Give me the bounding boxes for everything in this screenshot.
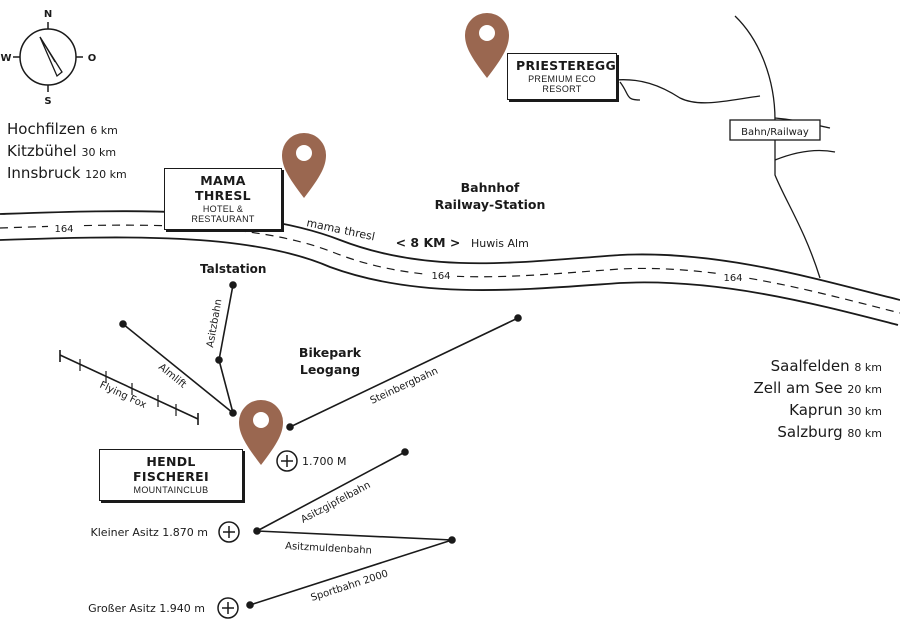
railway-station-label: Railway-Station bbox=[435, 197, 546, 212]
road-number: 164 bbox=[431, 271, 450, 282]
priesteregg-subtitle-2: RESORT bbox=[542, 84, 582, 94]
road-number: 164 bbox=[723, 273, 742, 284]
huwis-alm-label: Huwis Alm bbox=[471, 237, 529, 250]
road-number: 164 bbox=[54, 224, 73, 235]
distance-list-west: Hochfilzen 6 km Kitzbühel 30 km Innsbruc… bbox=[7, 119, 127, 185]
hendl-subtitle: MOUNTAINCLUB bbox=[133, 485, 209, 495]
lift-lines bbox=[59, 281, 522, 609]
svg-text:Großer Asitz 1.940 m: Großer Asitz 1.940 m bbox=[88, 602, 205, 615]
peak-name: Großer Asitz bbox=[88, 602, 156, 615]
railway-sign: Bahn/Railway bbox=[729, 119, 821, 141]
distance-row: Kitzbühel 30 km bbox=[7, 142, 117, 160]
talstation-label: Talstation bbox=[200, 262, 266, 276]
road-number-labels: 164 164 164 bbox=[48, 221, 749, 284]
hendl-box[interactable]: HENDL FISCHEREI MOUNTAINCLUB bbox=[99, 449, 243, 501]
mama-thresl-title: MAMA THRESL bbox=[195, 173, 251, 203]
priesteregg-title: PRIESTEREGG bbox=[516, 58, 617, 73]
distance-row: Saalfelden 8 km bbox=[770, 357, 882, 375]
railway-lines bbox=[614, 15, 836, 279]
priesteregg-box[interactable]: PRIESTEREGG PREMIUM ECO RESORT bbox=[507, 53, 617, 100]
distance-row: Innsbruck 120 km bbox=[7, 164, 127, 182]
leogang-label: Leogang bbox=[300, 362, 360, 377]
distance-row: Salzburg 80 km bbox=[777, 423, 882, 441]
compass: N S W O bbox=[0, 9, 96, 107]
mama-thresl-subtitle: HOTEL & RESTAURANT bbox=[191, 204, 255, 224]
peak-1700: 1.700 M bbox=[276, 450, 346, 472]
pin-hendl-icon[interactable] bbox=[239, 400, 283, 465]
svg-text:Kleiner Asitz 1.870 m: Kleiner Asitz 1.870 m bbox=[91, 526, 208, 539]
peak-altitude: 1.870 m bbox=[162, 526, 208, 539]
bahnhof-label: Bahnhof bbox=[461, 180, 520, 195]
distance-list-east: Saalfelden 8 km Zell am See 20 km Kaprun… bbox=[753, 356, 882, 444]
compass-east: O bbox=[88, 53, 97, 64]
compass-west: W bbox=[0, 53, 11, 64]
peak-grosser-asitz: Großer Asitz 1.940 m bbox=[88, 597, 239, 619]
pin-priesteregg-icon[interactable] bbox=[465, 13, 509, 78]
compass-south: S bbox=[44, 96, 51, 107]
distance-row: Hochfilzen 6 km bbox=[7, 120, 118, 138]
bikepark-label: Bikepark bbox=[299, 345, 362, 360]
mama-thresl-road-label: mama thresl bbox=[305, 216, 376, 243]
mama-thresl-box[interactable]: MAMA THRESL HOTEL & RESTAURANT bbox=[164, 168, 282, 230]
distance-row: Kaprun 30 km bbox=[789, 401, 882, 419]
peak-kleiner-asitz: Kleiner Asitz 1.870 m bbox=[91, 521, 240, 543]
priesteregg-subtitle: PREMIUM ECO bbox=[528, 74, 596, 84]
pin-mama-thresl-icon[interactable] bbox=[282, 133, 326, 198]
asitzmuldenbahn-label: Asitzmuldenbahn bbox=[285, 541, 372, 557]
peak-name: Kleiner Asitz bbox=[91, 526, 159, 539]
hendl-title: HENDL FISCHEREI bbox=[133, 454, 209, 484]
compass-north: N bbox=[44, 9, 52, 20]
svg-text:Bahn/Railway: Bahn/Railway bbox=[741, 127, 809, 138]
almlift-label: Almlift bbox=[156, 362, 188, 391]
peak-altitude: 1.700 M bbox=[302, 455, 346, 468]
peak-altitude: 1.940 m bbox=[159, 602, 205, 615]
distance-row: Zell am See 20 km bbox=[753, 379, 882, 397]
asitzbahn-label: Asitzbahn bbox=[205, 298, 224, 348]
distance-label: < 8 KM > bbox=[396, 235, 461, 250]
